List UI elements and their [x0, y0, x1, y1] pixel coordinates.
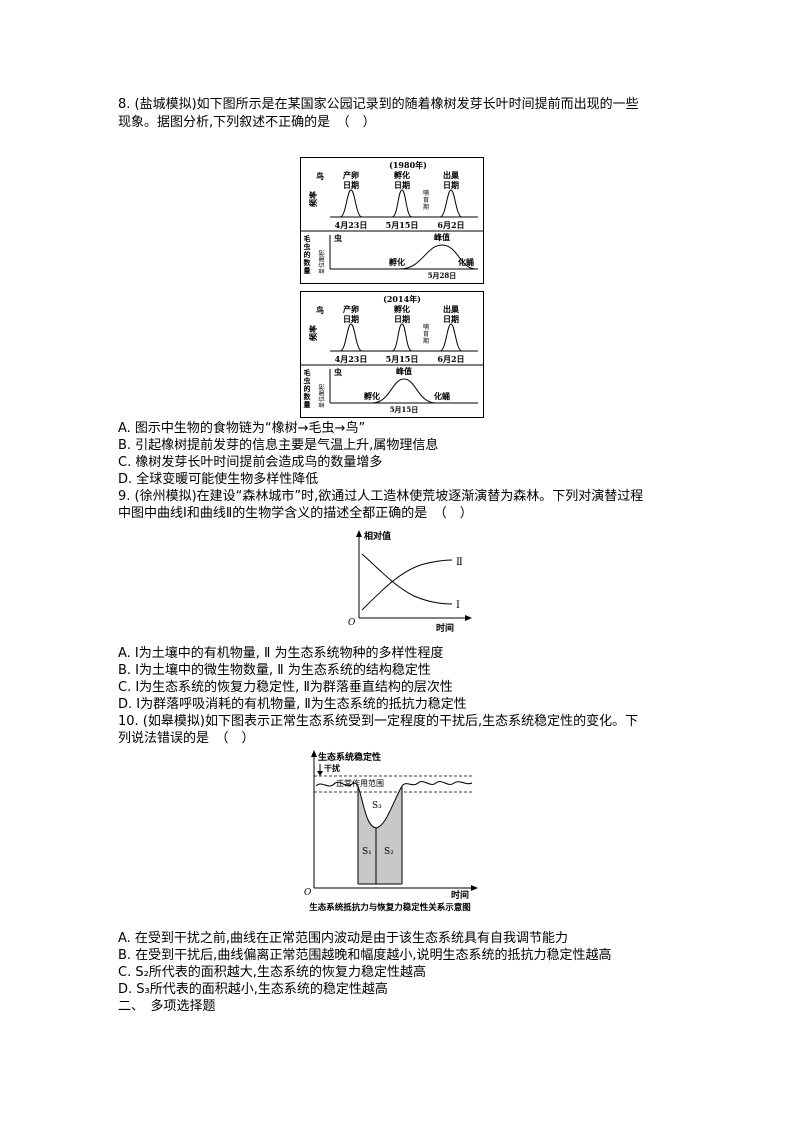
fig1-bird: 鸟 — [316, 171, 324, 181]
q10-stem-line2: 列说法错误的是 （ ） — [118, 731, 255, 746]
fig2-out2: 日期 — [443, 314, 459, 324]
q10-caption: 生态系统抵抗力与恢复力稳定性关系示意图 — [309, 902, 471, 913]
fig1-lay2: 日期 — [343, 180, 359, 190]
q8-stem-line2: 现象。据图分析,下列叙述不正确的是 （ ） — [118, 115, 376, 130]
q8-figure-1980: (1980年) 鸟 频率 产卵 日期 孵化 日期 出巢 日期 哺育期 4月23日… — [300, 157, 484, 284]
fig1-lay1: 产卵 — [343, 170, 359, 180]
q9-option-d: D. Ⅰ为群落呼吸消耗的有机物量, Ⅱ为生态系统的抵抗力稳定性 — [118, 697, 467, 712]
fig1-cat: 毛虫的数量 — [304, 234, 312, 275]
fig2-d3: 6月2日 — [437, 354, 464, 364]
q8-option-c: C. 橡树发芽长叶时间提前会造成鸟的数量增多 — [118, 455, 383, 470]
fig2-hatch1: 孵化 — [393, 304, 410, 314]
q9-origin: O — [348, 618, 356, 628]
fig1-peak: 峰值 — [434, 232, 450, 242]
fig1-hatchc: 孵化 — [388, 257, 405, 267]
q8-option-d: D. 全球变暖可能使生物多样性降低 — [118, 472, 319, 487]
q9-option-c: C. Ⅰ为生态系统的恢复力稳定性, Ⅱ为群落垂直结构的层次性 — [118, 680, 453, 695]
fig1-date: 5月28日 — [428, 271, 457, 280]
fig2-cat: 毛虫的数量 — [304, 368, 312, 409]
fig2-area: 单位面积 — [318, 384, 326, 408]
fig1-insect: 虫 — [334, 233, 342, 243]
q9-option-a: A. Ⅰ为土壤中的有机物量, Ⅱ 为生态系统物种的多样性程度 — [118, 646, 444, 661]
fig1-d1: 4月23日 — [335, 220, 368, 230]
q8-stem-line1: 8. (盐城模拟)如下图所示是在某国家公园记录到的随着橡树发芽长叶时间提前而出现… — [118, 97, 639, 112]
fig1-area: 单位面积 — [318, 250, 326, 274]
q10-s1: S₁ — [362, 847, 372, 857]
q10-option-a: A. 在受到干扰之前,曲线在正常范围内波动是由于该生态系统具有自我调节能力 — [118, 931, 569, 946]
q10-ylabel: 生态系统稳定性 — [318, 751, 381, 763]
fig1-out1: 出巢 — [443, 170, 460, 180]
q9-stem-line2: 中图中曲线Ⅰ和曲线Ⅱ的生物学含义的描述全都正确的是 （ ） — [118, 506, 473, 521]
fig1-year: (1980年) — [389, 160, 427, 170]
fig1-hatch1: 孵化 — [393, 170, 410, 180]
q10-figure: 生态系统稳定性 O 时间 干扰 正常作用范围 S₃ S₁ S₂ 生态系统抵抗力与… — [304, 750, 478, 913]
fig2-year: (2014年) — [383, 294, 421, 304]
fig1-freq: 频率 — [308, 191, 318, 207]
q10-stem-line1: 10. (如皋模拟)如下图表示正常生态系统受到一定程度的干扰后,生态系统稳定性的… — [118, 714, 639, 729]
fig2-out1: 出巢 — [443, 304, 460, 314]
fig2-d1: 4月23日 — [335, 354, 368, 364]
fig1-hatch2: 日期 — [394, 180, 410, 190]
q9-figure: 相对值 时间 O Ⅱ Ⅰ — [348, 530, 472, 634]
q10-origin: O — [304, 888, 312, 898]
q9-curve-1: Ⅰ — [456, 600, 460, 611]
fig2-freq: 频率 — [308, 325, 318, 341]
q10-s3: S₃ — [372, 801, 382, 811]
fig2-d2: 5月15日 — [386, 354, 419, 364]
q9-ylabel: 相对值 — [364, 530, 391, 542]
q8-figure-2014: (2014年) 鸟 频率 产卵 日期 孵化 日期 出巢 日期 哺育期 4月23日… — [300, 291, 484, 418]
q10-option-b: B. 在受到干扰后,曲线偏离正常范围越晚和幅度越小,说明生态系统的抵抗力稳定性越… — [118, 948, 612, 963]
fig1-out2: 日期 — [443, 180, 459, 190]
fig2-date: 5月15日 — [390, 405, 419, 414]
fig1-raise: 哺育期 — [423, 189, 429, 211]
q10-xlabel: 时间 — [451, 889, 469, 901]
section-2-heading: 二、 多项选择题 — [118, 999, 216, 1014]
q9-stem-line1: 9. (徐州模拟)在建设“森林城市”时,欲通过人工造林使荒坡逐渐演替为森林。下列… — [118, 489, 644, 504]
q8-option-a: A. 图示中生物的食物链为“橡树→毛虫→鸟” — [118, 421, 366, 436]
q10-s2: S₂ — [384, 847, 394, 857]
fig2-lay1: 产卵 — [343, 304, 359, 314]
q9-curve-2: Ⅱ — [456, 557, 463, 568]
q8-option-b: B. 引起橡树提前发芽的信息主要是气温上升,属物理信息 — [118, 438, 439, 453]
q10-disturb: 干扰 — [324, 763, 340, 773]
fig2-lay2: 日期 — [343, 314, 359, 324]
q10-option-d: D. S₃所代表的面积越小,生态系统的稳定性越高 — [118, 982, 388, 997]
q10-option-c: C. S₂所代表的面积越大,生态系统的恢复力稳定性越高 — [118, 965, 426, 980]
fig2-hatch2: 日期 — [394, 314, 410, 324]
fig1-d2: 5月15日 — [386, 220, 419, 230]
fig1-d3: 6月2日 — [437, 220, 464, 230]
fig2-peak: 峰值 — [396, 366, 412, 376]
q9-option-b: B. Ⅰ为土壤中的微生物数量, Ⅱ 为生态系统的结构稳定性 — [118, 663, 431, 678]
fig2-pupate: 化蛹 — [434, 391, 450, 401]
q10-range: 正常作用范围 — [336, 778, 384, 788]
q9-xlabel: 时间 — [436, 622, 454, 634]
fig2-hatchc: 孵化 — [363, 391, 380, 401]
fig1-pupate: 化蛹 — [458, 257, 474, 267]
fig2-raise: 哺育期 — [423, 323, 429, 345]
fig2-insect: 虫 — [334, 367, 342, 377]
fig2-bird: 鸟 — [316, 305, 324, 315]
